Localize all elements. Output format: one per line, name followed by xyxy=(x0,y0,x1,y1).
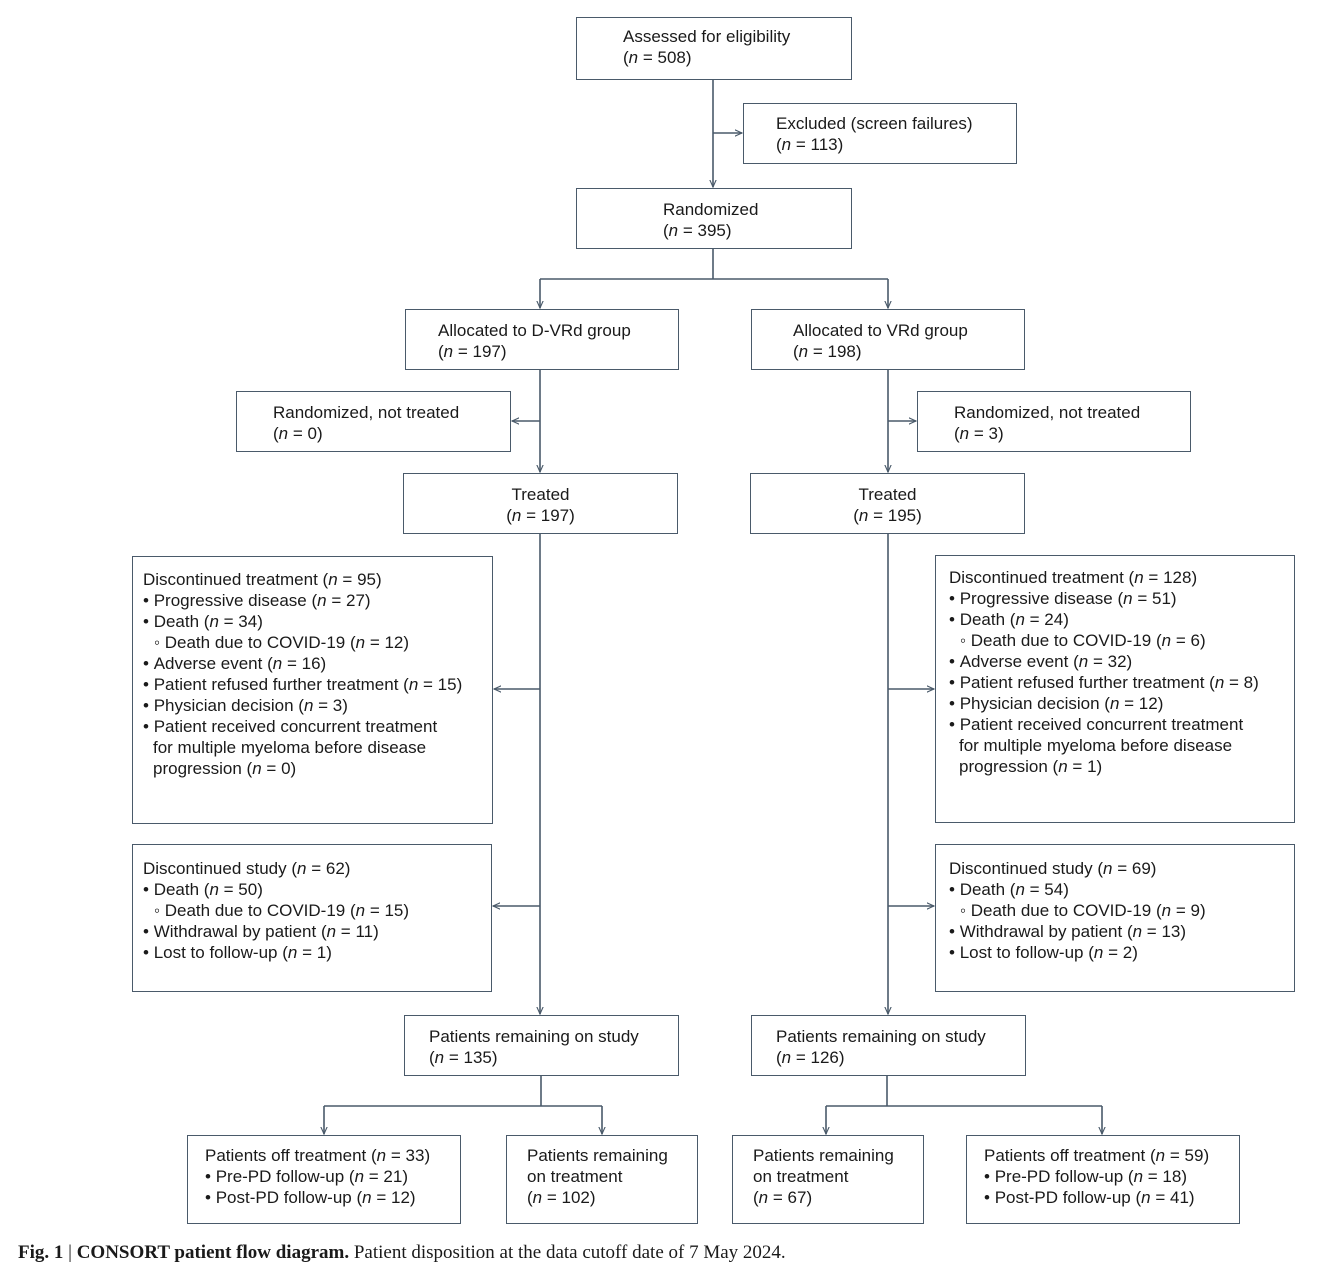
disc-study-left-title: Discontinued study xyxy=(143,859,287,878)
list-subitem: Death due to COVID-19 (n = 9) xyxy=(949,900,1294,921)
disc-study-right-box: Discontinued study (n = 69) Death (n = 5… xyxy=(935,844,1295,992)
list-item: Post-PD follow-up (n = 12) xyxy=(205,1187,460,1208)
disc-study-left-n: 62 xyxy=(325,859,345,878)
on-right-n: 67 xyxy=(787,1188,807,1207)
treated-left-n: 197 xyxy=(540,506,570,525)
on-left-line2: on treatment xyxy=(527,1167,623,1186)
not-treated-right-box: Randomized, not treated (n = 3) xyxy=(917,391,1191,452)
disc-treatment-left-box: Discontinued treatment (n = 95) Progress… xyxy=(132,556,493,824)
list-item: Death (n = 34) xyxy=(143,611,492,632)
not-treated-right-n: 3 xyxy=(988,424,998,443)
treated-left-label: Treated xyxy=(511,485,570,504)
disc-treatment-right-n: 128 xyxy=(1163,568,1192,587)
list-item: Pre-PD follow-up (n = 18) xyxy=(984,1166,1239,1187)
remaining-left-n: 135 xyxy=(463,1048,492,1067)
list-item: Withdrawal by patient (n = 11) xyxy=(143,921,491,942)
remaining-right-n: 126 xyxy=(810,1048,839,1067)
on-treatment-right-box: Patients remaining on treatment (n = 67) xyxy=(732,1135,924,1224)
not-treated-left-label: Randomized, not treated xyxy=(273,403,460,422)
list-item: Physician decision (n = 12) xyxy=(949,693,1294,714)
list-subitem: Death due to COVID-19 (n = 6) xyxy=(949,630,1294,651)
excluded-box: Excluded (screen failures) (n = 113) xyxy=(743,103,1017,164)
on-left-line1: Patients remaining xyxy=(527,1146,668,1165)
list-item: Patient refused further treatment (n = 1… xyxy=(143,674,492,695)
list-subitem: Death due to COVID-19 (n = 15) xyxy=(143,900,491,921)
list-item: Pre-PD follow-up (n = 21) xyxy=(205,1166,460,1187)
list-subitem: Death due to COVID-19 (n = 12) xyxy=(143,632,492,653)
alloc-dvrd-label: Allocated to D-VRd group xyxy=(438,321,631,340)
list-item: Death (n = 54) xyxy=(949,879,1294,900)
list-item: Death (n = 50) xyxy=(143,879,491,900)
treated-left-box: Treated (n = 197) xyxy=(403,473,678,534)
alloc-dvrd-n: 197 xyxy=(472,342,501,361)
off-right-n: 59 xyxy=(1184,1146,1204,1165)
list-item: Withdrawal by patient (n = 13) xyxy=(949,921,1294,942)
remaining-right-label: Patients remaining on study xyxy=(776,1027,986,1046)
treated-right-label: Treated xyxy=(858,485,917,504)
disc-treatment-right-title: Discontinued treatment xyxy=(949,568,1124,587)
list-item: Death (n = 24) xyxy=(949,609,1294,630)
disc-study-left-box: Discontinued study (n = 62) Death (n = 5… xyxy=(132,844,492,992)
assessed-box: Assessed for eligibility (n = 508) xyxy=(576,17,852,80)
randomized-n: 395 xyxy=(697,221,726,240)
off-right-title: Patients off treatment xyxy=(984,1146,1146,1165)
disc-treatment-right-box: Discontinued treatment (n = 128) Progres… xyxy=(935,555,1295,823)
on-right-line1: Patients remaining xyxy=(753,1146,894,1165)
on-left-n: 102 xyxy=(561,1188,590,1207)
caption-fig-label: Fig. 1 xyxy=(18,1242,64,1263)
not-treated-left-n: 0 xyxy=(307,424,317,443)
assessed-n: 508 xyxy=(657,48,686,67)
list-item: Adverse event (n = 16) xyxy=(143,653,492,674)
excluded-n: 113 xyxy=(810,135,838,154)
list-item: Post-PD follow-up (n = 41) xyxy=(984,1187,1239,1208)
alloc-dvrd-box: Allocated to D-VRd group (n = 197) xyxy=(405,309,679,370)
caption-separator: | xyxy=(63,1242,77,1263)
figure-caption: Fig. 1 | CONSORT patient flow diagram. P… xyxy=(18,1242,786,1264)
remaining-right-box: Patients remaining on study (n = 126) xyxy=(751,1015,1026,1076)
alloc-vrd-n: 198 xyxy=(827,342,856,361)
list-item: Adverse event (n = 32) xyxy=(949,651,1294,672)
on-right-line2: on treatment xyxy=(753,1167,849,1186)
remaining-left-label: Patients remaining on study xyxy=(429,1027,639,1046)
disc-treatment-left-n: 95 xyxy=(357,570,376,589)
assessed-label: Assessed for eligibility xyxy=(623,27,791,46)
off-left-title: Patients off treatment xyxy=(205,1146,367,1165)
list-item: Lost to follow-up (n = 2) xyxy=(949,942,1294,963)
list-item: Patient received concurrent treatment xyxy=(949,714,1294,735)
list-item: Patient refused further treatment (n = 8… xyxy=(949,672,1294,693)
excluded-label: Excluded (screen failures) xyxy=(776,114,973,133)
remaining-left-box: Patients remaining on study (n = 135) xyxy=(404,1015,679,1076)
disc-treatment-left-title: Discontinued treatment xyxy=(143,570,318,589)
not-treated-left-box: Randomized, not treated (n = 0) xyxy=(236,391,511,452)
alloc-vrd-box: Allocated to VRd group (n = 198) xyxy=(751,309,1025,370)
on-treatment-left-box: Patients remaining on treatment (n = 102… xyxy=(506,1135,698,1224)
caption-text: Patient disposition at the data cutoff d… xyxy=(349,1242,786,1263)
disc-study-right-title: Discontinued study xyxy=(949,859,1093,878)
randomized-label: Randomized xyxy=(663,200,759,219)
list-item: Lost to follow-up (n = 1) xyxy=(143,942,491,963)
off-left-n: 33 xyxy=(405,1146,425,1165)
disc-study-right-n: 69 xyxy=(1131,859,1151,878)
list-item: Progressive disease (n = 51) xyxy=(949,588,1294,609)
not-treated-right-label: Randomized, not treated xyxy=(954,403,1141,422)
off-treatment-right-box: Patients off treatment (n = 59) Pre-PD f… xyxy=(966,1135,1240,1224)
caption-title: CONSORT patient flow diagram. xyxy=(76,1242,350,1263)
alloc-vrd-label: Allocated to VRd group xyxy=(793,321,968,340)
list-item: Physician decision (n = 3) xyxy=(143,695,492,716)
treated-right-box: Treated (n = 195) xyxy=(750,473,1025,534)
treated-right-n: 195 xyxy=(887,506,917,525)
list-item: Progressive disease (n = 27) xyxy=(143,590,492,611)
list-item: Patient received concurrent treatment xyxy=(143,716,492,737)
off-treatment-left-box: Patients off treatment (n = 33) Pre-PD f… xyxy=(187,1135,461,1224)
randomized-box: Randomized (n = 395) xyxy=(576,188,852,249)
